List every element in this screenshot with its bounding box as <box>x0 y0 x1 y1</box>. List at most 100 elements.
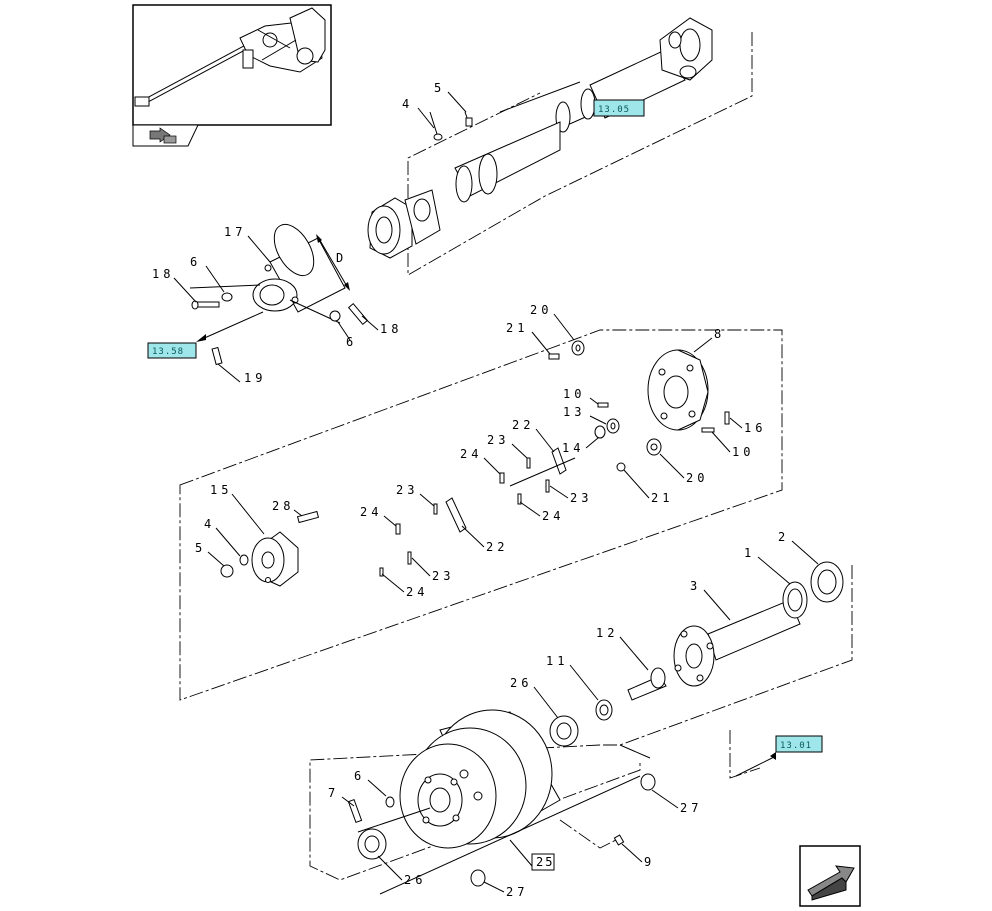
clip-22-upper <box>551 447 567 475</box>
callout-16: 16 <box>744 421 766 435</box>
callout-5-lower: 5 <box>195 541 206 555</box>
callout-4-top: 4 <box>402 97 413 111</box>
pulley-25 <box>399 709 561 849</box>
pin-10-top <box>597 402 609 408</box>
callout-12: 12 <box>596 626 618 640</box>
callout-17: 17 <box>224 225 246 239</box>
callout-24-mid: 24 <box>542 509 564 523</box>
callout-1: 1 <box>744 546 755 560</box>
bearing-26-lower <box>357 828 387 860</box>
pin-23-upper <box>526 457 531 469</box>
pulley-group-frame <box>309 744 641 881</box>
ref-badge-13-05[interactable]: 13.05 <box>593 99 645 117</box>
pin-24-lower <box>395 523 401 535</box>
callout-24-upper: 24 <box>460 447 482 461</box>
shaft-group-frame <box>600 565 853 746</box>
washer-4-lower <box>239 554 249 566</box>
collar-15 <box>251 531 299 587</box>
callout-6-left: 6 <box>190 255 201 269</box>
pin-23-bottom <box>407 551 412 565</box>
callout-20-top: 20 <box>530 303 552 317</box>
hub-17 <box>252 223 346 324</box>
callout-8: 8 <box>714 327 725 341</box>
callout-13: 13 <box>563 405 585 419</box>
overview-thumbnail[interactable] <box>132 4 332 126</box>
pin-23-lower <box>433 503 438 515</box>
svg-text:13.05: 13.05 <box>598 105 630 115</box>
callout-27-bottom: 27 <box>506 885 528 899</box>
dim-d-label: D <box>336 251 347 265</box>
pin-24-bottom <box>379 567 384 577</box>
previous-page-arrow-icon[interactable] <box>132 124 199 147</box>
pin-16 <box>724 411 730 425</box>
callout-23-lower: 23 <box>396 483 418 497</box>
callout-22-upper: 22 <box>512 418 534 432</box>
bearing-2 <box>810 561 844 603</box>
dimension-d: D <box>316 234 350 291</box>
callout-20-bottom: 20 <box>686 471 708 485</box>
grease-nipple-9 <box>613 834 625 846</box>
callout-18-right: 18 <box>380 322 402 336</box>
bushing-27-right <box>640 773 656 791</box>
flange-8 <box>647 349 709 431</box>
stud-28 <box>296 510 320 524</box>
callout-26-upper: 26 <box>510 676 532 690</box>
callout-box-25: 25 <box>531 853 555 871</box>
callout-24-bottom: 24 <box>406 585 428 599</box>
ring-11 <box>595 699 613 721</box>
callout-21-bottom: 21 <box>651 491 673 505</box>
callout-4-lower: 4 <box>204 517 215 531</box>
bolt-19 <box>211 346 223 366</box>
bolt-18-left <box>191 300 220 310</box>
seal-1 <box>782 581 808 619</box>
washer-20-top <box>571 340 585 356</box>
pin-23-mid <box>545 479 550 493</box>
svg-text:13.58: 13.58 <box>152 347 184 357</box>
callout-18-left: 18 <box>152 267 174 281</box>
washer-6-bottom <box>385 796 395 808</box>
bushing-27-bottom <box>470 869 486 887</box>
callout-22-lower: 22 <box>486 540 508 554</box>
ref-badge-13-58[interactable]: 13.58 <box>147 342 197 359</box>
callout-5-top: 5 <box>434 81 445 95</box>
washer-21-bottom <box>616 462 626 472</box>
callout-27-right: 27 <box>680 801 702 815</box>
next-page-arrow-icon[interactable] <box>799 845 861 907</box>
callout-6-bottom: 6 <box>354 769 365 783</box>
spacer-12 <box>627 667 667 701</box>
pin-24-upper <box>499 472 505 484</box>
callout-10-top: 10 <box>563 387 585 401</box>
callout-9: 9 <box>644 855 655 869</box>
drive-shaft-assembly <box>367 17 753 276</box>
washer-13 <box>606 418 620 434</box>
middle-group-frame <box>179 329 783 701</box>
ref-badge-13-01[interactable]: 13.01 <box>775 735 823 753</box>
pin-10-right <box>701 427 715 433</box>
clip-22-lower <box>445 497 467 533</box>
washer-4-top <box>429 111 443 141</box>
callout-21-top: 21 <box>506 321 528 335</box>
bolt-18-right <box>347 302 369 326</box>
washer-20-bottom <box>646 438 662 456</box>
bearing-26-upper <box>549 715 579 747</box>
callout-6-right: 6 <box>346 335 357 349</box>
callout-14: 14 <box>562 441 584 455</box>
callout-23-mid: 23 <box>570 491 592 505</box>
callout-24-lower: 24 <box>360 505 382 519</box>
callout-10-right: 10 <box>732 445 754 459</box>
pin-24-mid <box>517 493 522 505</box>
svg-text:25: 25 <box>536 855 554 869</box>
callout-2: 2 <box>778 530 789 544</box>
callout-11: 11 <box>546 654 568 668</box>
callout-7: 7 <box>328 786 339 800</box>
bolt-7 <box>347 798 363 824</box>
washer-6-right <box>329 310 341 322</box>
shaft-3 <box>673 599 801 687</box>
svg-text:13.01: 13.01 <box>780 741 812 751</box>
callout-23-upper: 23 <box>487 433 509 447</box>
callout-26-lower: 26 <box>404 873 426 887</box>
callout-19: 19 <box>244 371 266 385</box>
callout-28: 28 <box>272 499 294 513</box>
callout-23-bottom: 23 <box>432 569 454 583</box>
